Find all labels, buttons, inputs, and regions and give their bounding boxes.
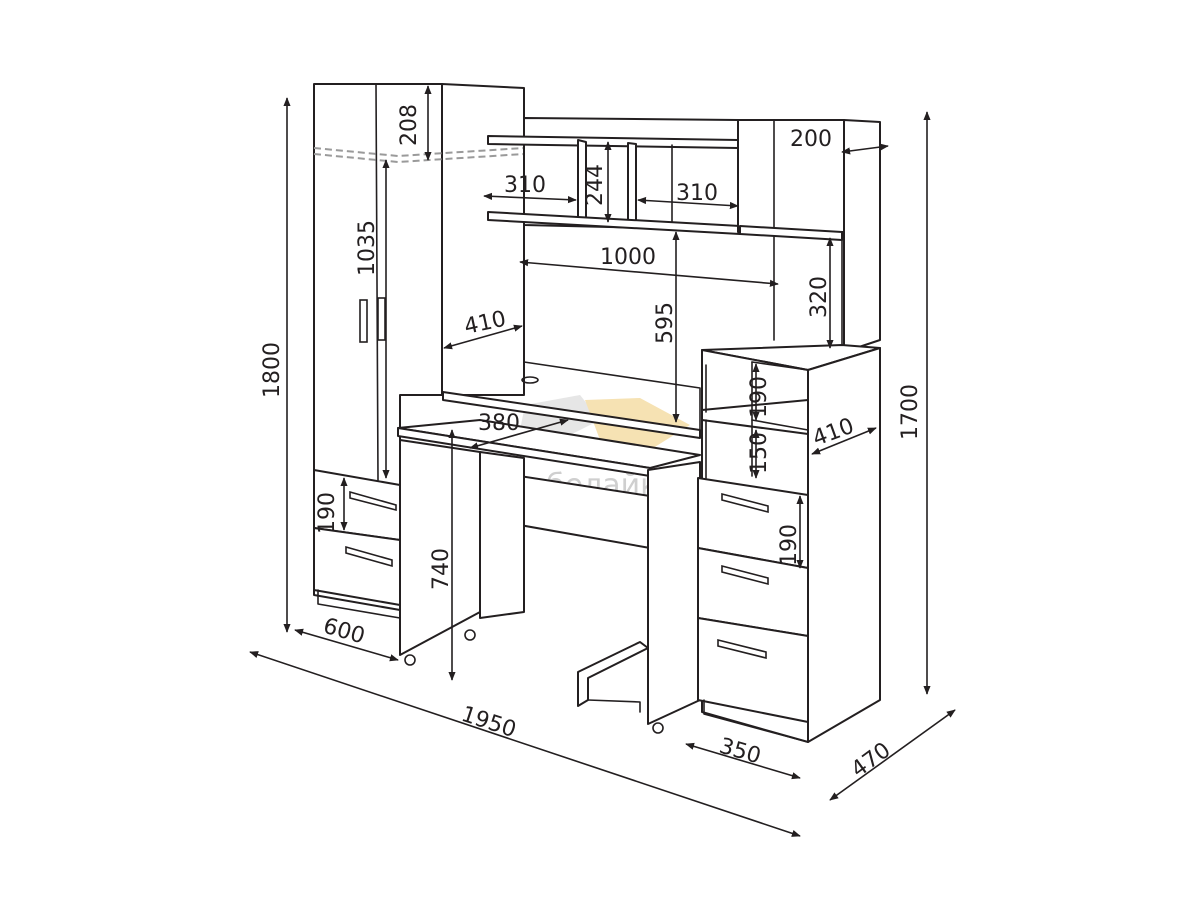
door-handle-right: [377, 297, 386, 341]
dim-label-overall-width: 1950: [458, 702, 519, 743]
dim-line-600: [294, 628, 399, 662]
dim-label-side-shelf: 320: [807, 276, 832, 318]
dim-label-shelf-mid: 310: [676, 181, 718, 206]
dim-label-shelf-left: 310: [504, 173, 546, 198]
cable-hole: [521, 376, 539, 384]
dim-label-desk-height: 740: [429, 548, 454, 590]
hutch-side: [843, 119, 881, 353]
wardrobe-inner-shelf: [313, 147, 525, 158]
dim-label-shelf-width: 1000: [600, 245, 656, 270]
dim-label-wardrobe-width: 600: [320, 614, 367, 650]
drawer-handle: [345, 545, 393, 568]
dim-label-desk-depth: 380: [478, 411, 520, 436]
dim-label-hutch-clearance: 595: [653, 302, 678, 344]
dim-label-wardrobe-height: 1800: [260, 342, 285, 398]
dim-label-pedestal-shelf-upper: 190: [747, 376, 772, 418]
dim-label-wardrobe-top: 208: [397, 104, 422, 146]
drawer-handle: [721, 492, 769, 514]
castor: [652, 722, 664, 734]
door-handle-left: [359, 299, 368, 343]
pedestal-side: [807, 347, 881, 743]
dim-label-wardrobe-door: 1035: [355, 220, 380, 276]
pedestal: [697, 344, 881, 743]
dim-line-310-left: [483, 192, 577, 204]
castor: [464, 629, 476, 641]
dim-label-wardrobe-drawer: 190: [315, 492, 340, 534]
dim-line-200: [841, 143, 889, 155]
dim-label-pedestal-shelf-lower: 150: [747, 432, 772, 474]
dim-line-1950: [249, 651, 801, 837]
desk-left-leg: [399, 439, 481, 656]
dimension-lines: [249, 85, 956, 837]
dim-label-hutch-height: 1700: [898, 384, 923, 440]
dim-line-350: [685, 742, 801, 780]
drawer-handle: [721, 564, 769, 586]
dim-line-410-desk: [443, 324, 523, 350]
dim-label-depth: 470: [847, 738, 896, 783]
dim-line-410-pedestal: [811, 427, 877, 455]
castor: [404, 654, 416, 666]
drawer-handle: [349, 490, 397, 512]
wardrobe-door-split: [375, 83, 379, 481]
dim-label-pedestal-drawer: 190: [777, 524, 802, 566]
desk-rail: [577, 641, 649, 707]
dim-line-380: [469, 418, 569, 450]
wardrobe-side-panel: [441, 83, 525, 396]
dim-line-310-mid: [637, 196, 739, 210]
hutch: [487, 117, 881, 363]
dim-label-pedestal-width: 350: [716, 734, 763, 770]
desk-right-leg: [647, 461, 701, 725]
dim-line-470: [829, 709, 956, 801]
dim-label-shelf-gap: 244: [583, 164, 608, 206]
dim-line-1000: [519, 259, 779, 287]
desk-rear-top: [442, 391, 701, 439]
dim-label-hutch-depth: 200: [790, 127, 832, 152]
